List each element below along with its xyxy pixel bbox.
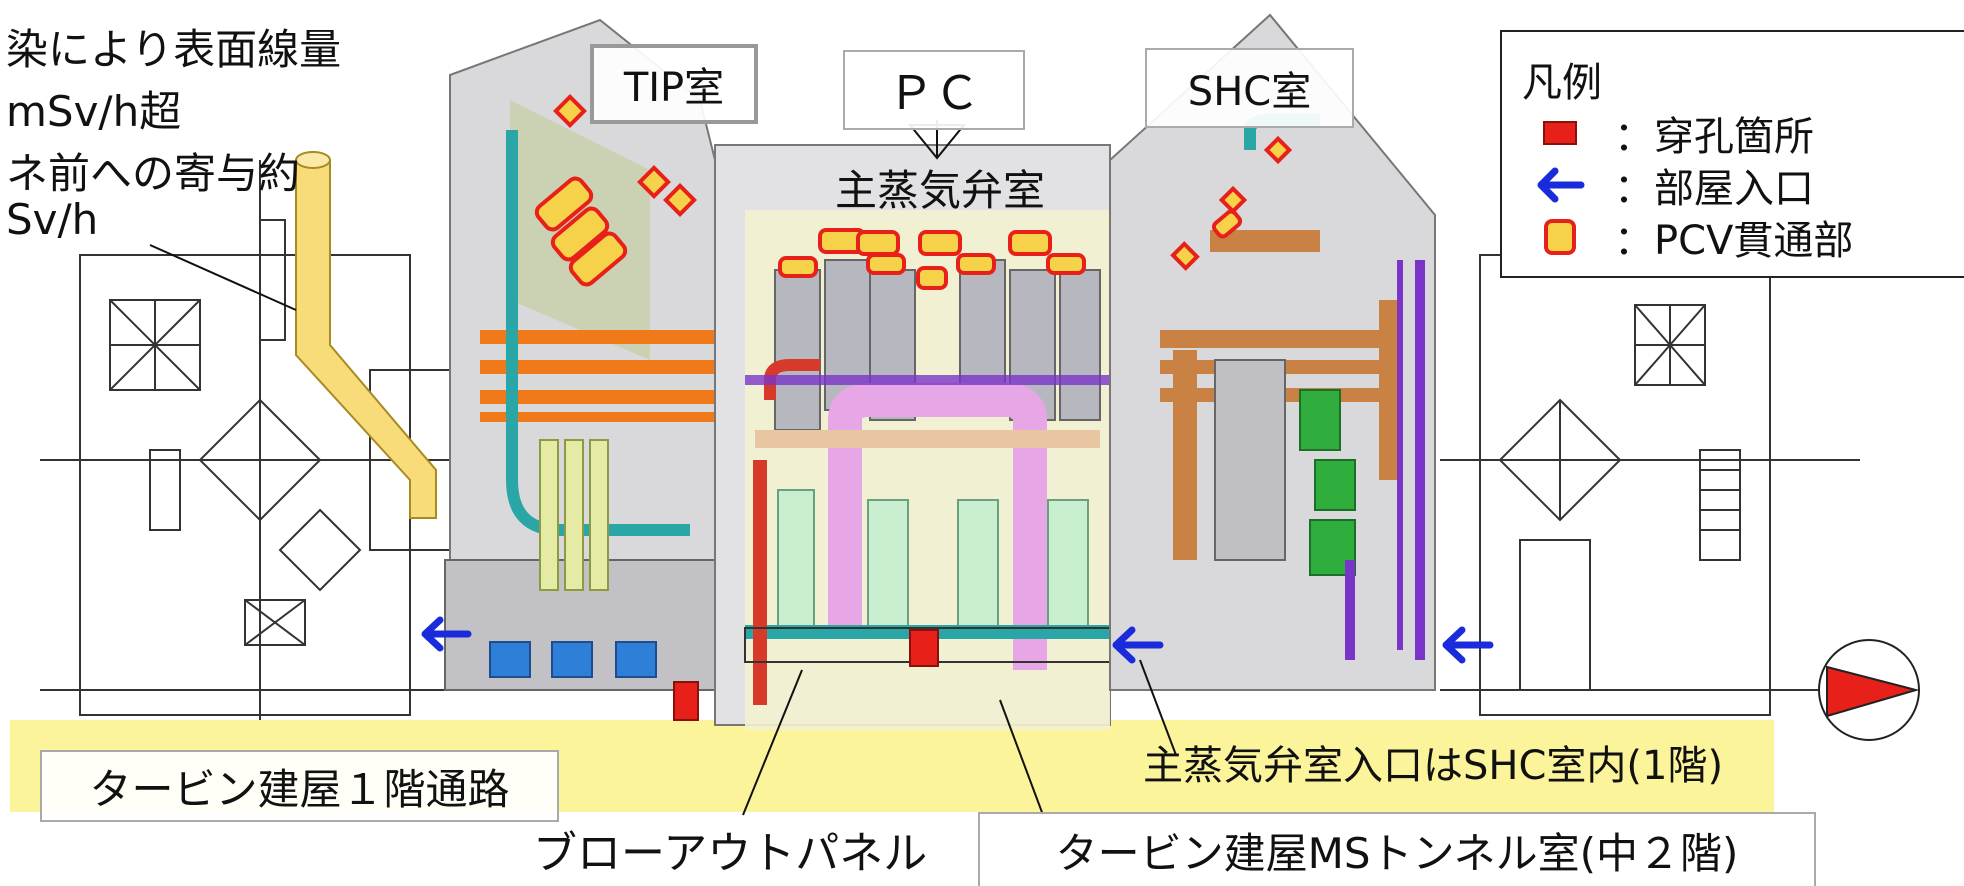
pc-label: ＰＣ bbox=[843, 50, 1025, 130]
pcv-penetration-markers bbox=[534, 94, 1293, 287]
red-rectangle-icon bbox=[1532, 108, 1588, 158]
left-floor-plan bbox=[40, 160, 470, 720]
legend: 凡例 ：穿孔箇所 ：部屋入口 ：PCV貫通部 bbox=[1500, 30, 1964, 278]
note-line-1: 染により表面線量 bbox=[6, 25, 342, 74]
room-entrance-arrows bbox=[421, 616, 1494, 664]
right-floor-plan bbox=[1440, 254, 1860, 716]
legend-label-entrance: ：部屋入口 bbox=[1614, 166, 1814, 212]
msiv-entrance-label: 主蒸気弁室入口はSHC室内(1階) bbox=[1143, 743, 1724, 789]
blowout-panel-label: ブローアウトパネル bbox=[533, 828, 928, 879]
note-line-2: mSv/h超 bbox=[6, 87, 182, 136]
ms-tunnel-label: タービン建屋MSトンネル室(中２階) bbox=[978, 812, 1816, 886]
legend-item-pcv: ：PCV貫通部 bbox=[1532, 212, 1853, 264]
exhaust-duct bbox=[295, 151, 437, 519]
legend-title: 凡例 bbox=[1522, 60, 1602, 106]
pcv-penetration-icon bbox=[1532, 212, 1588, 262]
drilling-marker-1 bbox=[673, 681, 699, 721]
note-line-3: ネ前への寄与約 bbox=[6, 149, 301, 198]
shc-room-block bbox=[1109, 13, 1436, 691]
turbine-corridor-label: タービン建屋１階通路 bbox=[40, 750, 559, 822]
legend-item-drilling: ：穿孔箇所 bbox=[1532, 108, 1814, 160]
drilling-marker-2 bbox=[909, 629, 939, 667]
legend-label-drilling: ：穿孔箇所 bbox=[1614, 114, 1814, 160]
pc-block bbox=[714, 144, 1111, 730]
legend-label-pcv: ：PCV貫通部 bbox=[1614, 218, 1854, 264]
blue-arrow-icon bbox=[1532, 160, 1588, 210]
note-line-4: Sv/h bbox=[6, 195, 99, 244]
shc-room-label: SHC室 bbox=[1145, 48, 1354, 128]
north-arrow-icon bbox=[1818, 639, 1920, 741]
legend-item-entrance: ：部屋入口 bbox=[1532, 160, 1814, 212]
msiv-room-label: 主蒸気弁室 bbox=[835, 166, 1046, 215]
tip-room-label: TIP室 bbox=[590, 44, 758, 124]
dose-note: 染により表面線量 mSv/h超 ネ前への寄与約 Sv/h bbox=[0, 0, 450, 270]
